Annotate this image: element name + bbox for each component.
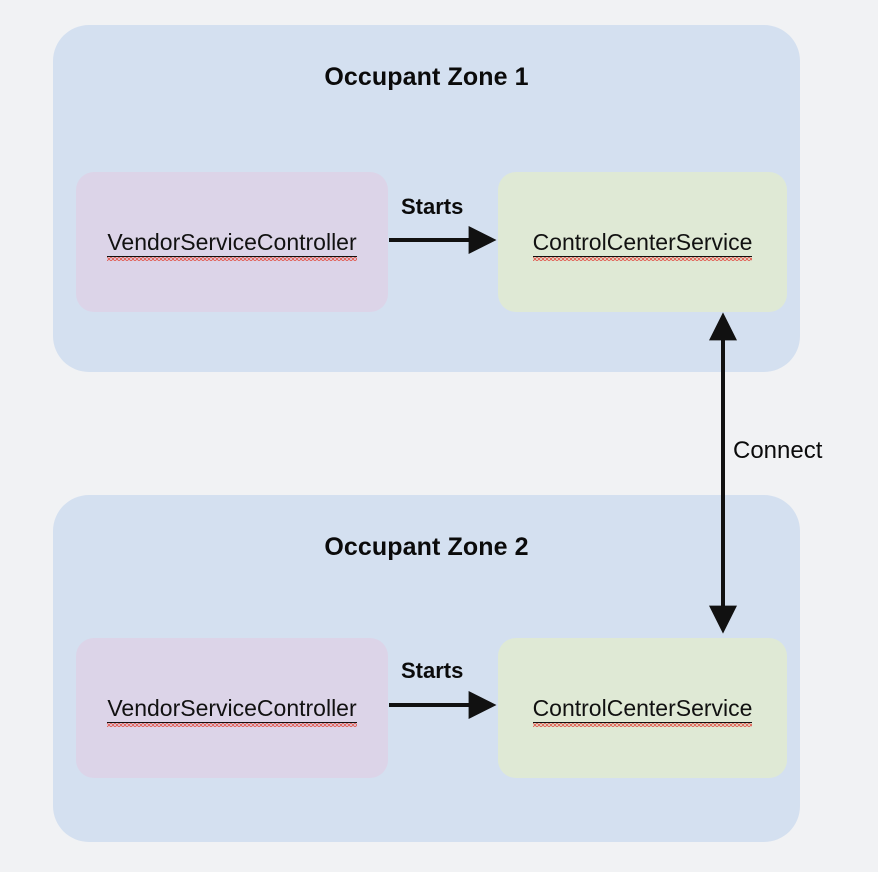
node-label-control-center-service-2: ControlCenterService	[532, 694, 753, 727]
node-label-vendor-service-controller-2: VendorServiceController	[107, 694, 357, 727]
zone-title-2: Occupant Zone 2	[324, 533, 529, 561]
edge-label-starts-1: Starts	[401, 194, 464, 219]
node-label-control-center-service-1: ControlCenterService	[532, 228, 753, 261]
node-label-vendor-service-controller-1: VendorServiceController	[107, 228, 357, 261]
edge-label-connect: Connect	[733, 437, 823, 464]
node-vendor-service-controller-2[interactable]: VendorServiceController	[76, 638, 388, 778]
node-vendor-service-controller-1[interactable]: VendorServiceController	[76, 172, 388, 312]
node-control-center-service-2[interactable]: ControlCenterService	[498, 638, 787, 778]
node-control-center-service-1[interactable]: ControlCenterService	[498, 172, 787, 312]
zone-title-1: Occupant Zone 1	[324, 63, 529, 91]
edge-label-starts-2: Starts	[401, 658, 464, 683]
